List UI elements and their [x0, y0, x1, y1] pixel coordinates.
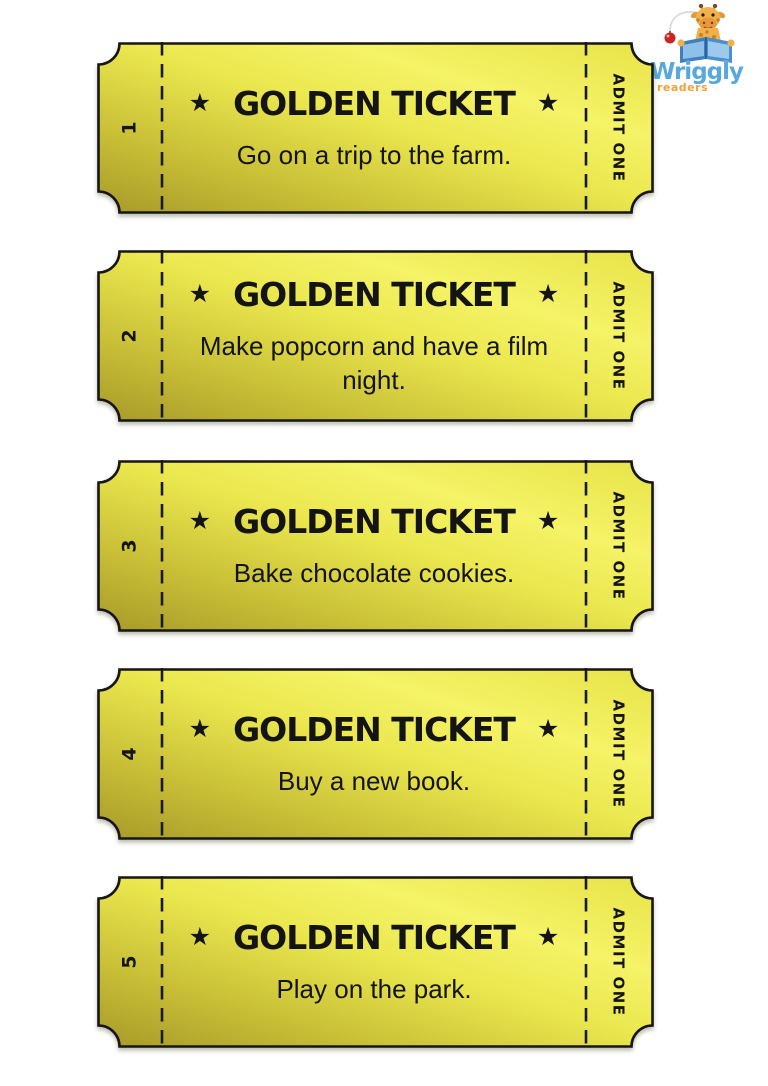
- logo-brand-text: Wriggly: [650, 59, 744, 85]
- ticket-activity-text: Make popcorn and have a film night.: [199, 331, 549, 395]
- ticket-number: 3: [118, 539, 141, 553]
- ticket-shape: [97, 668, 654, 840]
- ticket-title: GOLDEN TICKET: [233, 275, 516, 315]
- star-icon: ★: [188, 506, 212, 535]
- giraffe-reading-book-icon: [664, 3, 735, 63]
- star-icon: ★: [536, 506, 560, 535]
- ticket-title: GOLDEN TICKET: [233, 83, 516, 123]
- ticket-title-row: ★ GOLDEN TICKET ★: [189, 918, 560, 957]
- wriggly-readers-logo: Wriggly readers: [650, 3, 764, 94]
- admit-one-label: ADMIT ONE: [610, 281, 629, 391]
- ticket-title-row: ★ GOLDEN TICKET ★: [189, 710, 560, 749]
- admit-one-label: ADMIT ONE: [610, 73, 629, 183]
- star-icon: ★: [536, 280, 560, 309]
- ticket-title: GOLDEN TICKET: [233, 709, 516, 749]
- ticket-title-row: ★ GOLDEN TICKET ★: [189, 84, 560, 123]
- ticket-number: 4: [118, 747, 141, 761]
- golden-ticket-2: 2 ★ GOLDEN TICKET ★ Make popcorn and hav…: [97, 250, 654, 422]
- ticket-shape: [97, 250, 654, 422]
- ticket-shape: [97, 460, 654, 632]
- star-icon: ★: [536, 922, 560, 951]
- ticket-title: GOLDEN TICKET: [233, 917, 516, 957]
- star-icon: ★: [188, 922, 212, 951]
- ticket-title-row: ★ GOLDEN TICKET ★: [189, 502, 560, 541]
- star-icon: ★: [188, 88, 212, 117]
- ticket-shape: [97, 876, 654, 1048]
- star-icon: ★: [536, 714, 560, 743]
- star-icon: ★: [188, 714, 212, 743]
- golden-ticket-4: 4 ★ GOLDEN TICKET ★ Buy a new book. ADMI…: [97, 668, 654, 840]
- ticket-activity-text: Buy a new book.: [277, 765, 471, 796]
- ticket-activity-text: Go on a trip to the farm.: [236, 139, 512, 170]
- golden-ticket-1: 1 ★ GOLDEN TICKET ★ Go on a trip to the …: [97, 42, 654, 214]
- ticket-number: 2: [118, 329, 141, 343]
- ticket-title-row: ★ GOLDEN TICKET ★: [189, 275, 560, 314]
- star-icon: ★: [536, 88, 560, 117]
- admit-one-label: ADMIT ONE: [610, 907, 629, 1017]
- logo-sub-text: readers: [657, 81, 709, 94]
- ticket-activity-text: Bake chocolate cookies.: [233, 557, 515, 588]
- golden-ticket-5: 5 ★ GOLDEN TICKET ★ Play on the park. AD…: [97, 876, 654, 1048]
- admit-one-label: ADMIT ONE: [610, 491, 629, 601]
- ticket-number: 5: [118, 955, 141, 969]
- ticket-title: GOLDEN TICKET: [233, 501, 516, 541]
- golden-ticket-3: 3 ★ GOLDEN TICKET ★ Bake chocolate cooki…: [97, 460, 654, 632]
- ticket-shape: [97, 42, 654, 214]
- admit-one-label: ADMIT ONE: [610, 699, 629, 809]
- ticket-activity-text: Play on the park.: [276, 973, 472, 1004]
- ticket-number: 1: [118, 121, 141, 135]
- star-icon: ★: [188, 280, 212, 309]
